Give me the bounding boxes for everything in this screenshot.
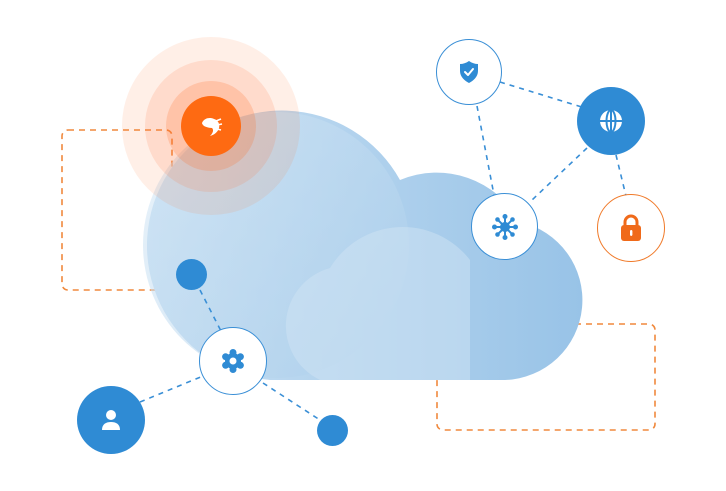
brand-logo-node[interactable] — [181, 96, 241, 156]
tiger-logo-icon — [202, 118, 223, 136]
connector-dot-bottom — [317, 415, 348, 446]
connector-dot-top — [176, 259, 207, 290]
lock-icon — [621, 214, 641, 241]
user-icon — [102, 410, 120, 430]
settings-node[interactable] — [199, 327, 267, 395]
shield-check-icon — [460, 61, 478, 83]
lock-node[interactable] — [597, 194, 665, 262]
network-hub-node[interactable] — [471, 193, 538, 260]
gear-icon — [222, 349, 244, 373]
shield-node[interactable] — [436, 39, 502, 105]
user-node[interactable] — [77, 386, 145, 454]
network-hub-icon — [491, 213, 518, 240]
globe-icon — [600, 109, 622, 133]
globe-node[interactable] — [577, 87, 645, 155]
